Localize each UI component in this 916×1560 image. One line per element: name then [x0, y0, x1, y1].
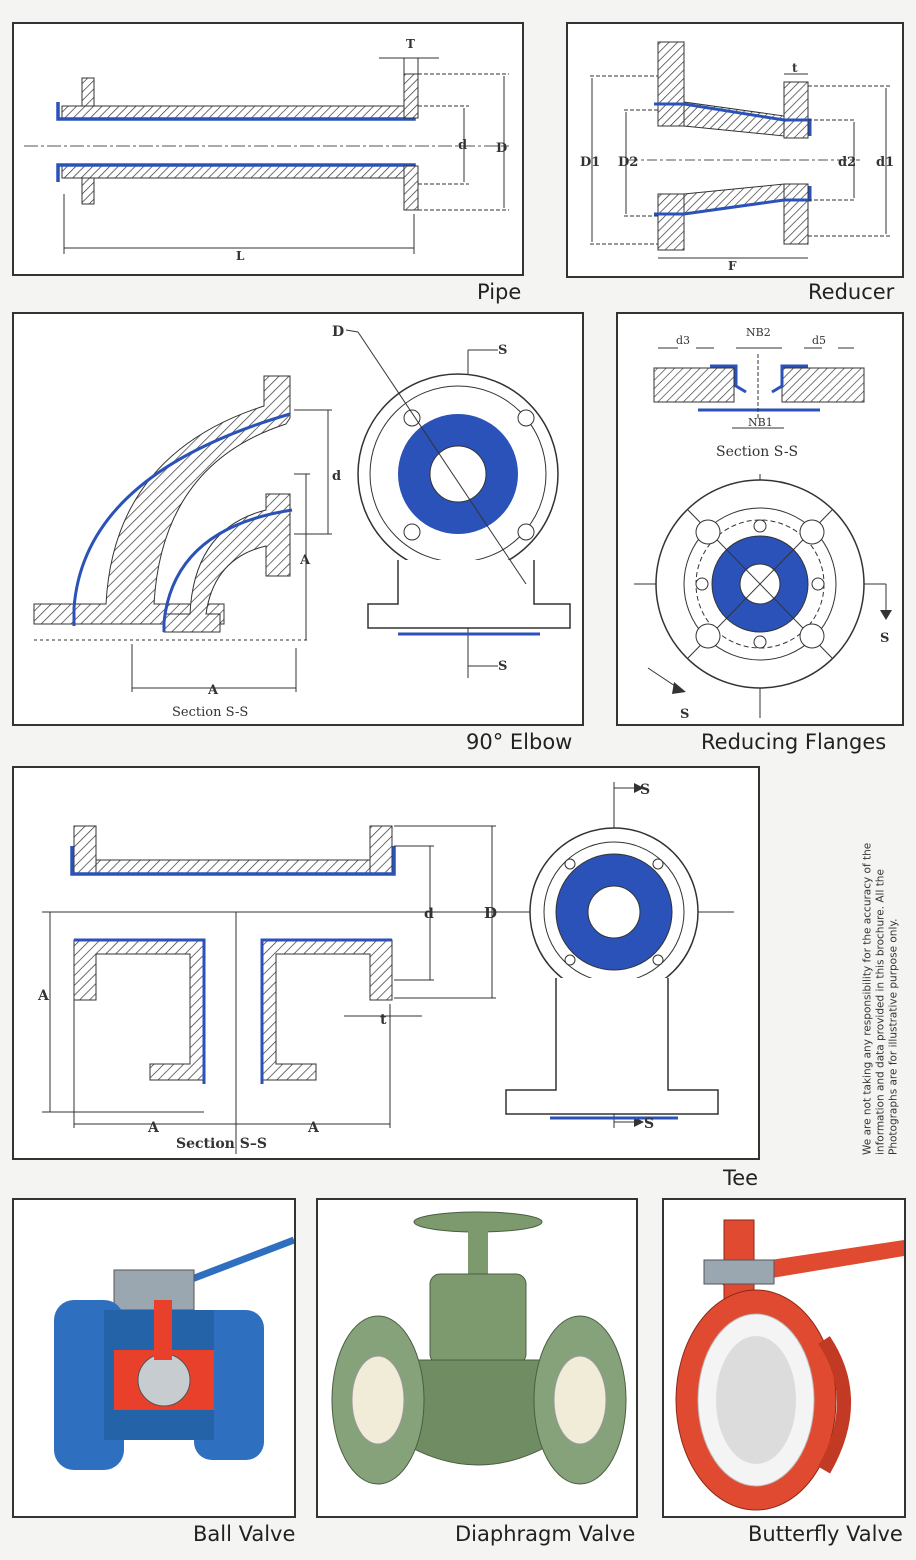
reducer-drawing: D1 D2 d2 d1 t F	[580, 41, 894, 273]
pipe-label-d: d	[458, 138, 467, 153]
pipe-label-D: D	[496, 141, 507, 156]
elbow-drawing: d A A Section S-S D S S	[33, 324, 571, 720]
butterfly-valve-image	[675, 1219, 904, 1511]
reducer-label-t: t	[792, 61, 798, 75]
butterfly-valve-photo	[662, 1198, 906, 1518]
reducer-drawing-panel: D1 D2 d2 d1 t F	[566, 22, 904, 278]
tee-label-S-top: S	[640, 782, 650, 798]
disclaimer: We are not taking any responsibility for…	[857, 805, 905, 1155]
ball-valve-caption: Ball Valve	[193, 1522, 296, 1546]
elbow-label-S-top: S	[498, 343, 507, 358]
pipe-drawing: T d D L	[24, 37, 509, 263]
reducing-flanges-drawing: d3 NB2 d5 NB1 Section S-S S S	[634, 326, 892, 722]
butterfly-valve-caption: Butterfly Valve	[748, 1522, 903, 1546]
tee-label-S-bottom: S	[644, 1116, 654, 1132]
reducing-flange-label-d3: d3	[676, 334, 690, 347]
tee-section-label: Section S–S	[176, 1136, 267, 1152]
reducer-label-D1: D1	[580, 155, 600, 170]
tee-label-D: D	[484, 904, 497, 922]
tee-drawing-panel: d D A t A A Section S–S S S	[12, 766, 760, 1160]
reducer-label-F: F	[728, 259, 737, 273]
diaphragm-valve-photo	[316, 1198, 638, 1518]
reducing-flange-label-S-right: S	[880, 631, 889, 646]
elbow-label-S-bottom: S	[498, 659, 507, 674]
pipe-label-L: L	[236, 249, 245, 263]
reducer-label-d2: d2	[838, 155, 856, 170]
elbow-label-A-horizontal: A	[207, 683, 219, 698]
pipe-caption: Pipe	[477, 280, 522, 304]
reducing-flange-label-NB1: NB1	[748, 416, 773, 429]
tee-label-t: t	[380, 1012, 387, 1028]
tee-label-A-vertical: A	[37, 988, 50, 1004]
ball-valve-photo	[12, 1198, 296, 1518]
reducing-flange-label-S-left: S	[680, 707, 689, 722]
tee-caption: Tee	[723, 1166, 759, 1190]
reducing-flange-label-d5: d5	[812, 334, 826, 347]
elbow-label-d: d	[332, 469, 341, 484]
ball-valve-image	[54, 1236, 294, 1470]
tee-label-d: d	[424, 906, 434, 922]
elbow-label-D: D	[332, 324, 344, 340]
reducing-flange-label-NB2: NB2	[746, 326, 771, 339]
diaphragm-valve-image	[331, 1211, 627, 1485]
elbow-caption: 90° Elbow	[466, 730, 573, 754]
reducer-caption: Reducer	[808, 280, 895, 304]
disclaimer-text: We are not taking any responsibility for…	[861, 842, 900, 1155]
tee-drawing: d D A t A A Section S–S S S	[37, 782, 734, 1154]
tee-label-A-left: A	[147, 1120, 160, 1136]
reducing-flanges-panel: d3 NB2 d5 NB1 Section S-S S S	[616, 312, 904, 726]
reducing-flanges-caption: Reducing Flanges	[701, 730, 887, 754]
reducer-label-D2: D2	[618, 155, 638, 170]
tee-label-A-right: A	[307, 1120, 320, 1136]
elbow-drawing-panel: d A A Section S-S D S S	[12, 312, 584, 726]
diaphragm-valve-caption: Diaphragm Valve	[455, 1522, 636, 1546]
pipe-label-T: T	[406, 37, 415, 51]
reducer-label-d1: d1	[876, 155, 894, 170]
elbow-section-label: Section S-S	[172, 705, 248, 720]
elbow-label-A-vertical: A	[299, 553, 311, 568]
reducing-flange-section-label: Section S-S	[716, 444, 798, 460]
pipe-drawing-panel: T d D L	[12, 22, 524, 276]
